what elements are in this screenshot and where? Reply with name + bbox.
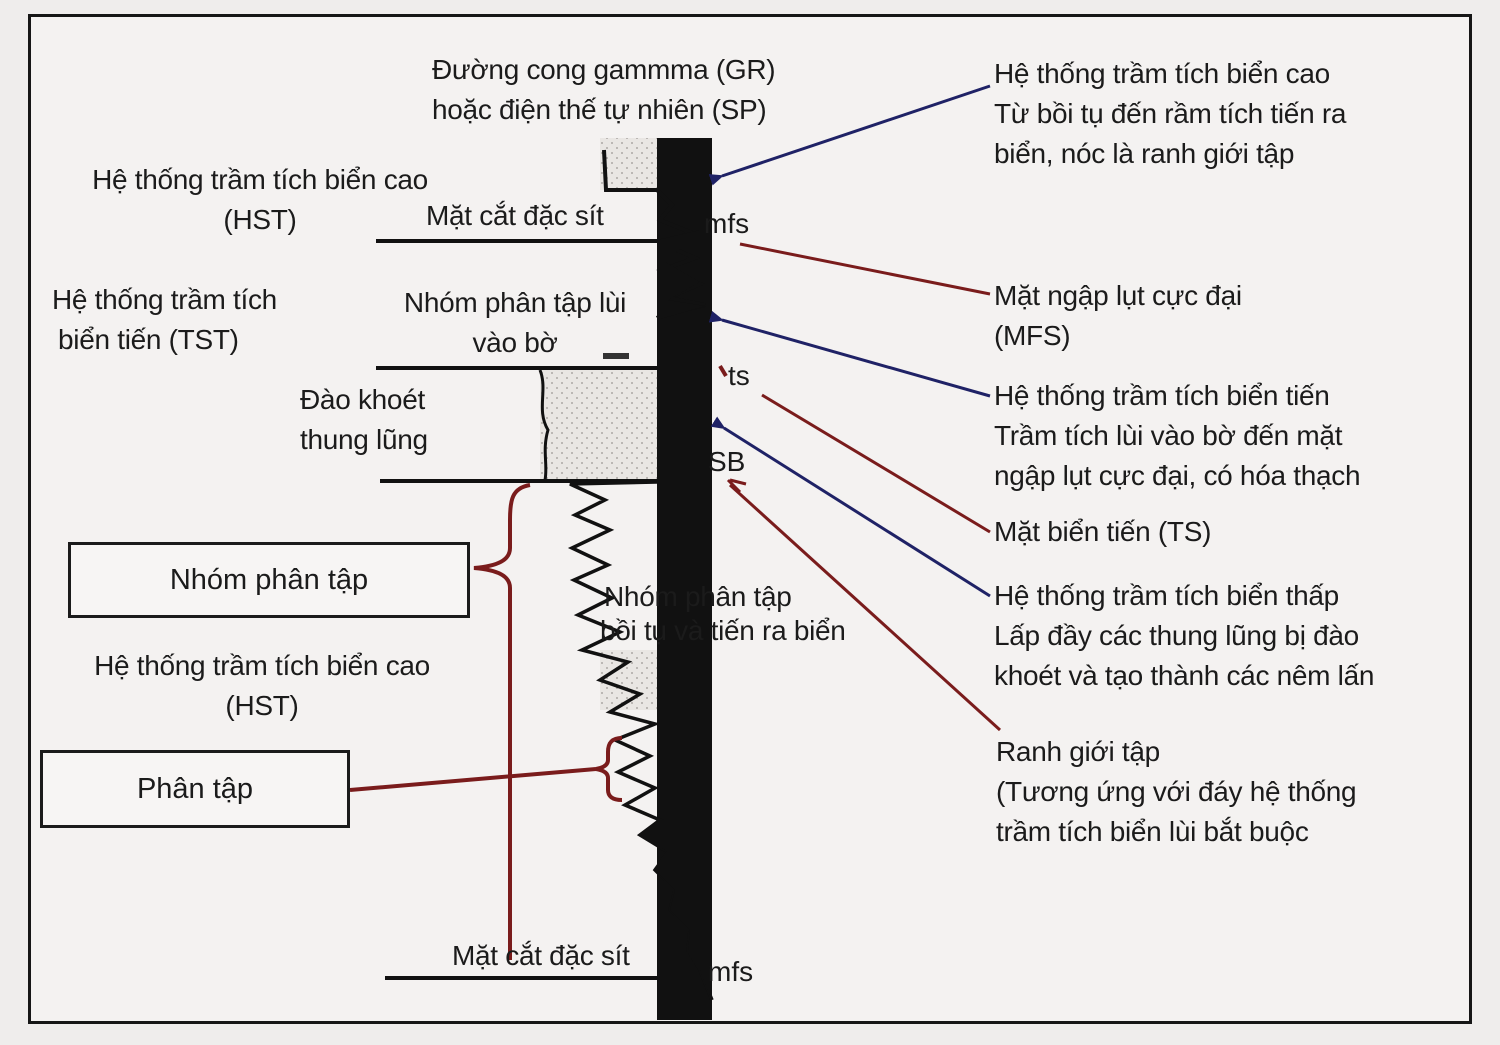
box-parasequence: Phân tập <box>40 750 350 828</box>
desc-tst-line-2: Trầm tích lùi vào bờ đến mặt <box>994 420 1343 451</box>
sand-fill-top <box>600 138 658 190</box>
desc-mfs: Mặt ngập lụt cực đại (MFS) <box>994 276 1242 356</box>
tag-ts: ts <box>728 360 750 391</box>
label-prograde-group-line-1: Nhóm phân tập <box>604 581 792 612</box>
label-hst-bottom-line-2: (HST) <box>225 690 299 721</box>
label-valley-line-2: thung lũng <box>300 424 428 455</box>
sand-fill-valley <box>540 370 658 480</box>
desc-sb-line-1: Ranh giới tập <box>996 736 1160 767</box>
label-hst-top-line-2: (HST) <box>223 204 297 235</box>
tag-mfs-top: mfs <box>704 208 750 239</box>
desc-mfs-line-2: (MFS) <box>994 320 1071 351</box>
tick-ts <box>718 364 728 378</box>
diagram-frame <box>28 14 1472 1024</box>
label-tst-line-2: biển tiến (TST) <box>58 324 239 355</box>
box-parasequence-label: Phân tập <box>136 772 254 805</box>
box-parasequence-set-label: Nhóm phân tập <box>169 563 369 596</box>
desc-ts: Mặt biển tiến (TS) <box>994 516 1212 547</box>
tag-sb: SB <box>708 446 746 477</box>
arrow-hst <box>708 84 991 186</box>
curve-title-line-1: Đường cong gammma (GR) <box>432 54 776 85</box>
label-hst-bottom-line-1: Hệ thống trầm tích biển cao <box>94 650 430 681</box>
label-retro-group-line-1: Nhóm phân tập lùi <box>403 287 627 318</box>
desc-sb-line-3: trầm tích biển lùi bắt buộc <box>996 816 1309 847</box>
label-tst: Hệ thống trầm tích biển tiến (TST) <box>52 280 277 360</box>
arrow-tst <box>708 310 991 398</box>
desc-mfs-line-1: Mặt ngập lụt cực đại <box>994 280 1242 311</box>
label-valley-line-1: Đào khoét <box>300 384 425 415</box>
desc-lst: Hệ thống trầm tích biển thấp Lấp đầy các… <box>994 576 1374 696</box>
desc-hst-line-2: Từ bồi tụ đến rầm tích tiến ra <box>994 98 1347 129</box>
box-parasequence-set: Nhóm phân tập <box>68 542 470 618</box>
desc-tst-line-3: ngập lụt cực đại, có hóa thạch <box>994 460 1361 491</box>
arrow-sb <box>728 483 1002 732</box>
arrow-mfs <box>739 242 991 296</box>
brace-parasequence-set <box>473 483 531 960</box>
desc-lst-line-3: khoét và tạo thành các nêm lấn <box>994 660 1375 691</box>
desc-hst-line-1: Hệ thống trầm tích biển cao <box>994 58 1330 89</box>
label-hst-bottom: Hệ thống trầm tích biển cao (HST) <box>52 646 472 726</box>
log-curve-valley <box>538 369 550 481</box>
label-condensed-top: Mặt cắt đặc sít <box>426 200 604 231</box>
log-curve-mfs-wedge <box>657 230 705 320</box>
tick-sb <box>726 478 747 494</box>
desc-sb-line-2: (Tương ứng với đáy hệ thống <box>996 776 1357 807</box>
desc-lst-line-1: Hệ thống trầm tích biển thấp <box>994 580 1339 611</box>
label-tst-line-1: Hệ thống trầm tích <box>52 284 277 315</box>
label-hst-top-line-1: Hệ thống trầm tích biển cao <box>92 164 428 195</box>
desc-sb: Ranh giới tập (Tương ứng với đáy hệ thốn… <box>996 732 1357 852</box>
label-retro-group-line-2: vào bờ <box>472 327 558 358</box>
arrow-lst <box>710 416 991 598</box>
curve-title-line-2: hoặc điện thế tự nhiên (SP) <box>432 94 767 125</box>
label-valley: Đào khoét thung lũng <box>300 380 428 460</box>
desc-tst-line-1: Hệ thống trầm tích biển tiến <box>994 380 1330 411</box>
label-prograde-group: Nhóm phân tập bồi tụ và tiến ra biển <box>600 580 846 648</box>
log-curve-fill-lower <box>640 820 712 1000</box>
label-condensed-bottom: Mặt cắt đặc sít <box>452 940 630 971</box>
brace-parasequence <box>595 736 623 802</box>
label-retro-group: Nhóm phân tập lùi vào bờ <box>376 283 654 363</box>
tag-mfs-bottom: mfs <box>708 956 754 987</box>
connector-parasequence <box>349 767 597 792</box>
label-prograde-group-line-2: bồi tụ và tiến ra biển <box>600 615 846 646</box>
desc-hst-line-3: biển, nóc là ranh giới tập <box>994 138 1295 169</box>
desc-tst: Hệ thống trầm tích biển tiến Trầm tích l… <box>994 376 1361 496</box>
bed-cap-ts <box>603 353 629 359</box>
desc-hst: Hệ thống trầm tích biển cao Từ bồi tụ đế… <box>994 54 1346 174</box>
desc-lst-line-2: Lấp đầy các thung lũng bị đào <box>994 620 1359 651</box>
curve-title: Đường cong gammma (GR) hoặc điện thế tự … <box>432 50 776 130</box>
label-hst-top: Hệ thống trầm tích biển cao (HST) <box>50 160 470 240</box>
arrow-ts <box>761 393 991 534</box>
